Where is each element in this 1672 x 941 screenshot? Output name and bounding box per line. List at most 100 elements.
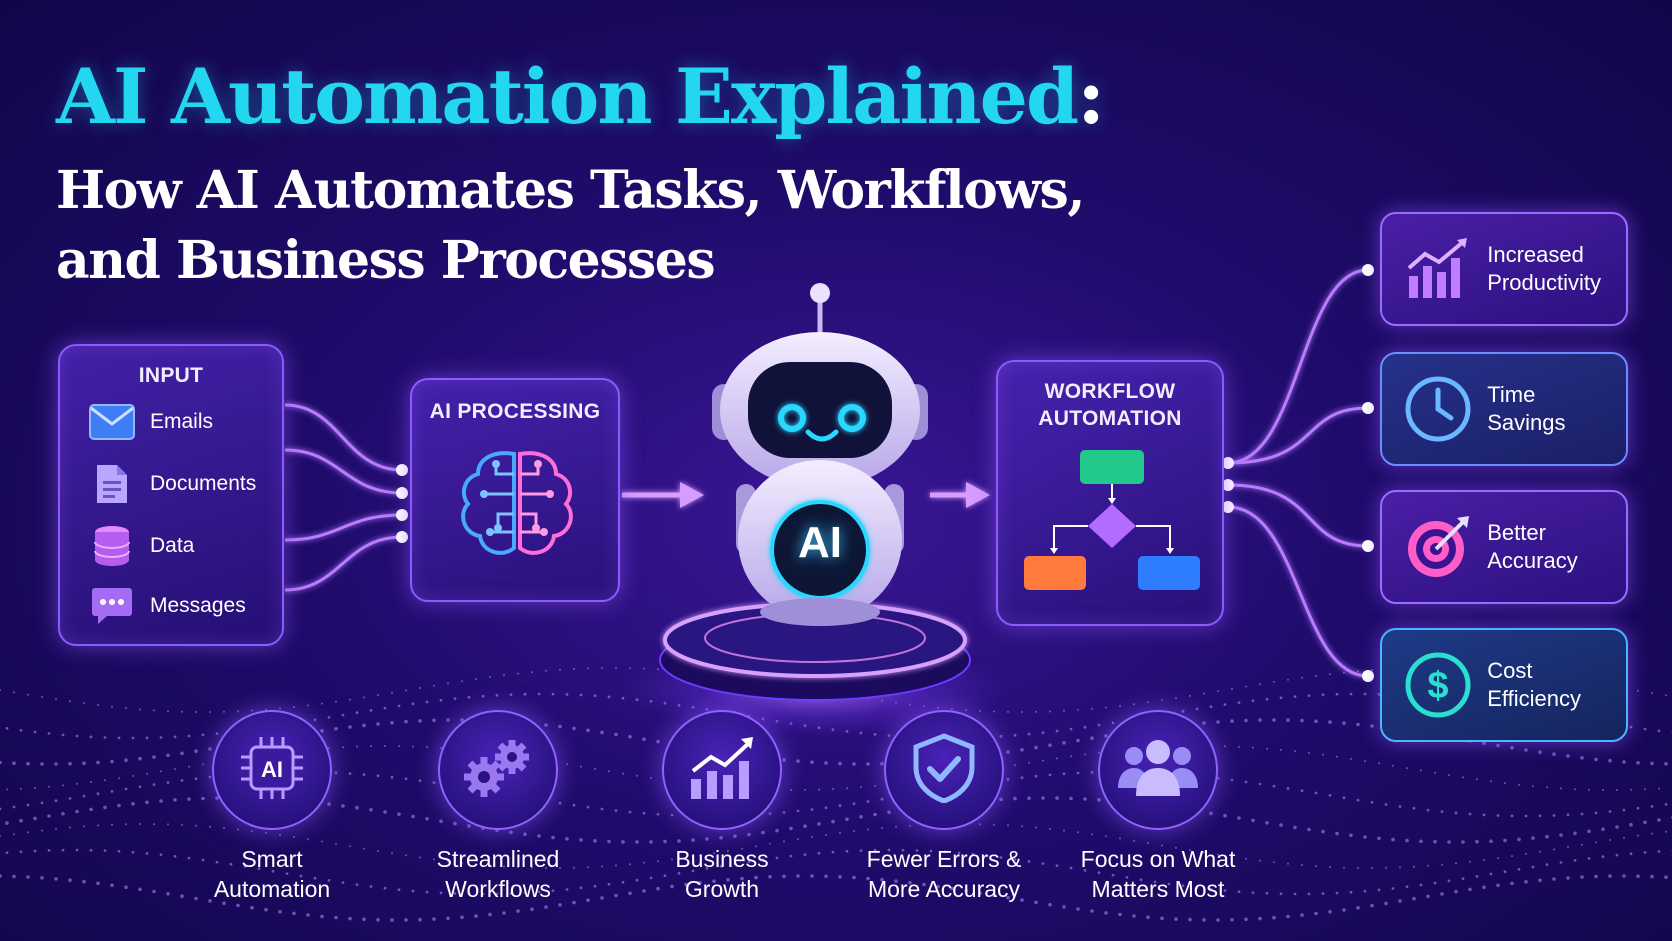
wave-dot (1580, 756, 1584, 760)
wave-dot (40, 762, 44, 766)
wave-dot (110, 759, 114, 764)
wave-dot (670, 813, 674, 817)
wave-dot (1105, 706, 1107, 709)
wave-dot (376, 774, 380, 778)
wave-dot (1259, 683, 1261, 686)
wave-dot (391, 691, 393, 694)
input-item-data: Data (88, 524, 194, 568)
wave-dot (390, 720, 394, 725)
wave-dot (1384, 901, 1388, 906)
wave-dot (397, 812, 401, 816)
wave-dot (1448, 774, 1450, 776)
wave-dot (859, 815, 863, 819)
bar-chart-up-icon (1396, 227, 1479, 311)
wave-dot (327, 802, 331, 806)
wave-dot (845, 817, 849, 821)
wave-dot (481, 892, 485, 896)
wave-dot (1419, 839, 1423, 844)
wave-dot (152, 889, 156, 894)
wave-dot (607, 839, 611, 844)
wave-dot (1287, 678, 1289, 681)
wave-dot (999, 856, 1003, 859)
wave-dot (572, 900, 576, 905)
wave-dot (607, 882, 611, 886)
wave-dot (167, 823, 169, 826)
wave-dot (285, 872, 289, 875)
wave-dot (363, 696, 365, 699)
wave-dot (1049, 827, 1051, 830)
wave-dot (1602, 789, 1604, 791)
wave-dot (1573, 831, 1577, 836)
wave-dot (1651, 832, 1653, 835)
wave-dot (363, 847, 365, 850)
shield-check-icon (912, 732, 976, 808)
wave-dot (1643, 851, 1647, 854)
wave-dot (1616, 789, 1618, 791)
wave-dot (1566, 876, 1570, 880)
wave-dot (377, 849, 379, 852)
wave-dot (55, 698, 57, 701)
wave-dot (160, 770, 162, 773)
wave-dot (797, 838, 799, 841)
wave-dot (1273, 680, 1275, 683)
wave-dot (1398, 899, 1402, 903)
wave-dot (1517, 867, 1521, 871)
wave-dot (237, 710, 239, 713)
wave-dot (1476, 778, 1478, 781)
wave-dot (1251, 699, 1255, 703)
wave-dot (383, 706, 387, 710)
wave-dot (187, 856, 191, 860)
wave-dot (537, 890, 541, 894)
wave-dot (1244, 780, 1248, 784)
wave-dot (1517, 837, 1521, 842)
wave-dot (1147, 701, 1149, 704)
wave-dot (1188, 917, 1192, 922)
wave-dot (1238, 745, 1240, 748)
wave-dot (180, 779, 184, 782)
wave-dot (1195, 886, 1199, 889)
wave-dot (1419, 883, 1423, 887)
wave-dot (650, 777, 652, 779)
wave-dot (1594, 811, 1598, 815)
wave-dot (453, 892, 457, 895)
wave-dot (530, 907, 534, 911)
wave-dot (369, 709, 373, 712)
wave-dot (12, 761, 16, 765)
wave-dot (355, 711, 359, 715)
wave-dot (1538, 750, 1542, 754)
wave-dot (390, 775, 394, 779)
wave-dot (831, 850, 835, 854)
wave-dot (1657, 850, 1661, 853)
wave-dot (320, 729, 324, 733)
wave-dot (1343, 671, 1345, 674)
wave-dot (1279, 823, 1283, 827)
wave-dot (691, 869, 695, 873)
wave-dot (1203, 692, 1205, 695)
wave-dot (433, 684, 435, 687)
wave-dot (1175, 846, 1177, 849)
wave-dot (691, 838, 695, 842)
wave-dot (13, 691, 15, 694)
wave-dot (404, 719, 408, 724)
wave-dot (1503, 870, 1507, 874)
wave-dot (76, 782, 78, 785)
wave-dot (740, 876, 744, 881)
wave-dot (447, 860, 449, 863)
wave-dot (132, 775, 134, 777)
wave-dot (1601, 827, 1605, 831)
wave-dot (475, 863, 477, 866)
wave-dot (1510, 814, 1514, 818)
wave-dot (1090, 736, 1094, 740)
wave-dot (775, 856, 779, 860)
wave-dot (0, 760, 2, 765)
wave-dot (957, 851, 961, 855)
wave-dot (348, 916, 352, 921)
wave-dot (145, 852, 149, 855)
wave-dot (1608, 810, 1612, 813)
wave-dot (838, 761, 842, 766)
wave-dot (195, 711, 197, 713)
wave-dot (194, 777, 198, 781)
wave-dot (215, 860, 219, 864)
